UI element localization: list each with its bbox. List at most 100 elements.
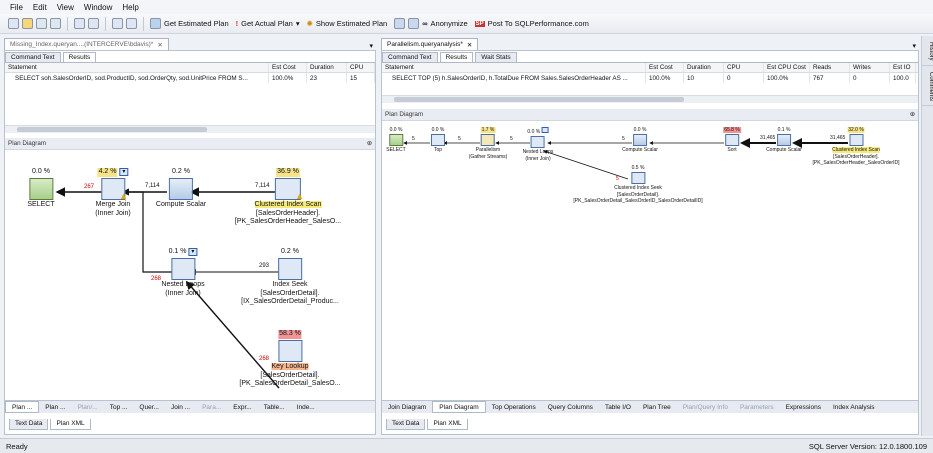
tab-wait-stats[interactable]: Wait Stats xyxy=(475,52,517,62)
col-duration[interactable]: Duration xyxy=(684,63,724,72)
get-actual-plan-button[interactable]: !Get Actual Plan▾ xyxy=(236,19,300,28)
tab-table-io[interactable]: Table... xyxy=(263,403,285,411)
plan-node-index-seek[interactable]: 0.2 % Index Seek [SalesOrderDetail]. [IX… xyxy=(241,248,339,307)
tab-index-analysis[interactable]: Index Analysis xyxy=(832,403,875,411)
tab-parameters[interactable]: Parameters xyxy=(739,403,774,411)
window-icon[interactable] xyxy=(408,18,420,29)
scroll-thumb[interactable] xyxy=(17,127,207,132)
plan-node-top[interactable]: 0.0 % Top xyxy=(431,127,445,154)
tab-plan-tree[interactable]: Plan Tree xyxy=(642,403,671,411)
plan-node-nested-loops[interactable]: 0.1 % ▾ Nested Loops (Inner Join) xyxy=(161,248,205,298)
sidebar-tab-history[interactable]: History xyxy=(922,38,933,66)
menu-help[interactable]: Help xyxy=(122,2,139,12)
tab-command-text[interactable]: Command Text xyxy=(5,52,61,62)
tab-text-data[interactable]: Text Data xyxy=(9,419,49,430)
menu-file[interactable]: File xyxy=(10,2,23,12)
tab-results[interactable]: Results xyxy=(439,52,474,62)
col-cpu[interactable]: CPU xyxy=(347,63,375,72)
close-icon[interactable]: ✕ xyxy=(466,41,473,49)
table-row[interactable]: SELECT TOP (5) h.SalesOrderID, h.TotalDu… xyxy=(382,73,918,83)
tab-expressions[interactable]: Expressions xyxy=(785,403,821,411)
col-writes[interactable]: Writes xyxy=(850,63,890,72)
tab-expressions[interactable]: Expr... xyxy=(233,403,252,411)
tab-parameters[interactable]: Para... xyxy=(202,403,222,411)
expand-icon[interactable] xyxy=(541,127,549,133)
cell-est-cost: 100.0% xyxy=(269,73,307,83)
col-est-cost[interactable]: Est Cost xyxy=(646,63,684,72)
chevron-down-icon[interactable]: ▾ xyxy=(912,43,916,50)
tab-join-diagram[interactable]: Join ... xyxy=(170,403,191,411)
copy-icon[interactable] xyxy=(74,18,85,29)
plan-node-nested-loops[interactable]: 0.0 % Nested Loops (Inner Join) xyxy=(523,127,553,162)
col-cpu[interactable]: CPU xyxy=(724,63,764,72)
plan-node-clustered-index-seek[interactable]: 0.5 % Clustered Index Seek [SalesOrderDe… xyxy=(573,165,702,204)
open-folder-icon[interactable] xyxy=(22,18,33,29)
plan-node-sort[interactable]: 65.8 % Sort xyxy=(723,127,741,154)
server-version: SQL Server Version: 12.0.1800.109 xyxy=(808,441,927,451)
tab-join-diagram[interactable]: Join Diagram xyxy=(388,403,427,411)
plan-node-compute-scalar[interactable]: 0.2 % Compute Scalar xyxy=(156,168,206,210)
menu-window[interactable]: Window xyxy=(83,2,113,12)
tab-plan-xml[interactable]: Plan XML xyxy=(427,419,468,430)
plan-node-compute-scalar-2[interactable]: 0.1 % Compute Scalar xyxy=(766,127,802,154)
tab-table-io[interactable]: Table I/O xyxy=(604,403,631,411)
table-row[interactable]: SELECT soh.SalesOrderID, sod.ProductID, … xyxy=(5,73,375,83)
tab-plan-1[interactable]: Plan ... xyxy=(5,401,40,413)
col-est-cost[interactable]: Est Cost xyxy=(269,63,307,72)
tab-plan-2[interactable]: Plan ... xyxy=(45,403,66,411)
tab-plan-query-info[interactable]: Plan/Query Info xyxy=(682,403,728,411)
grid-icon[interactable] xyxy=(394,18,406,29)
get-estimated-plan-button[interactable]: Get Estimated Plan xyxy=(150,18,229,29)
menu-view[interactable]: View xyxy=(56,2,74,12)
pin-icon[interactable]: ⊕ xyxy=(366,140,372,147)
plan-node-parallelism[interactable]: 1.7 % Parallelism (Gather Streams) xyxy=(469,127,507,160)
paste-icon[interactable] xyxy=(88,18,99,29)
tab-results[interactable]: Results xyxy=(62,52,97,62)
right-doc-tab[interactable]: Parallelism.queryanalysis* ✕ xyxy=(381,38,479,50)
sidebar-tab-comments[interactable]: Comments xyxy=(922,68,933,106)
col-statement[interactable]: Statement xyxy=(5,63,269,72)
tab-query-columns[interactable]: Quer... xyxy=(139,403,159,411)
col-duration[interactable]: Duration xyxy=(307,63,347,72)
tab-plan-xml[interactable]: Plan XML xyxy=(50,419,91,430)
expand-icon[interactable]: ▾ xyxy=(119,168,129,176)
scroll-thumb[interactable] xyxy=(394,97,684,102)
left-doc-tab[interactable]: Missing_Index.queryan....(INTERCERVE\bda… xyxy=(4,38,169,50)
save-icon[interactable] xyxy=(36,18,47,29)
menu-edit[interactable]: Edit xyxy=(32,2,47,12)
new-icon[interactable] xyxy=(8,18,19,29)
close-icon[interactable]: ✕ xyxy=(157,41,163,49)
col-est-cpu-cost[interactable]: Est CPU Cost xyxy=(764,63,810,72)
plan-node-merge-join[interactable]: 4.2 % ▾ ▲ Merge Join (Inner Join) xyxy=(95,168,131,218)
node-name: Sort xyxy=(727,147,737,154)
show-estimated-plan-button[interactable]: ✺Show Estimated Plan xyxy=(307,19,388,28)
plan-node-select[interactable]: 0.0 % SELECT xyxy=(27,168,54,210)
left-grid-scrollbar[interactable] xyxy=(5,125,375,133)
chevron-down-icon[interactable]: ▾ xyxy=(369,43,373,50)
tab-command-text[interactable]: Command Text xyxy=(382,52,438,62)
tab-index-analysis[interactable]: Inde... xyxy=(296,403,315,411)
right-grid-scrollbar[interactable] xyxy=(382,95,918,103)
save-all-icon[interactable] xyxy=(50,18,61,29)
plan-node-clustered-index-scan[interactable]: 32.0 % Clustered Index Scan [SalesOrderH… xyxy=(813,127,900,166)
col-est-io[interactable]: Est IO xyxy=(890,63,916,72)
col-reads[interactable]: Reads xyxy=(810,63,850,72)
plan-node-clustered-index-scan[interactable]: 36.9 % ▲ Clustered Index Scan [SalesOrde… xyxy=(235,168,341,227)
undo-icon[interactable] xyxy=(112,18,123,29)
anonymize-button[interactable]: ∞Anonymize xyxy=(422,19,467,28)
tab-plan-diagram[interactable]: Plan Diagram xyxy=(432,401,486,413)
tab-query-columns[interactable]: Query Columns xyxy=(547,403,593,411)
redo-icon[interactable] xyxy=(126,18,137,29)
plan-node-compute-scalar[interactable]: 0.0 % Compute Scalar xyxy=(622,127,658,154)
tab-plan-query-info[interactable]: Plan/... xyxy=(77,403,98,411)
pin-icon[interactable]: ⊕ xyxy=(909,111,915,118)
tab-top-operations[interactable]: Top ... xyxy=(109,403,128,411)
tab-top-operations[interactable]: Top Operations xyxy=(491,403,536,411)
plan-node-select[interactable]: 0.0 % SELECT xyxy=(386,127,405,154)
plan-node-key-lookup[interactable]: 58.3 % Key Lookup [SalesOrderDetail]. [P… xyxy=(239,330,341,389)
node-cost: 65.8 % xyxy=(723,127,741,134)
expand-icon[interactable]: ▾ xyxy=(188,248,198,256)
tab-text-data[interactable]: Text Data xyxy=(386,419,426,430)
col-statement[interactable]: Statement xyxy=(382,63,646,72)
